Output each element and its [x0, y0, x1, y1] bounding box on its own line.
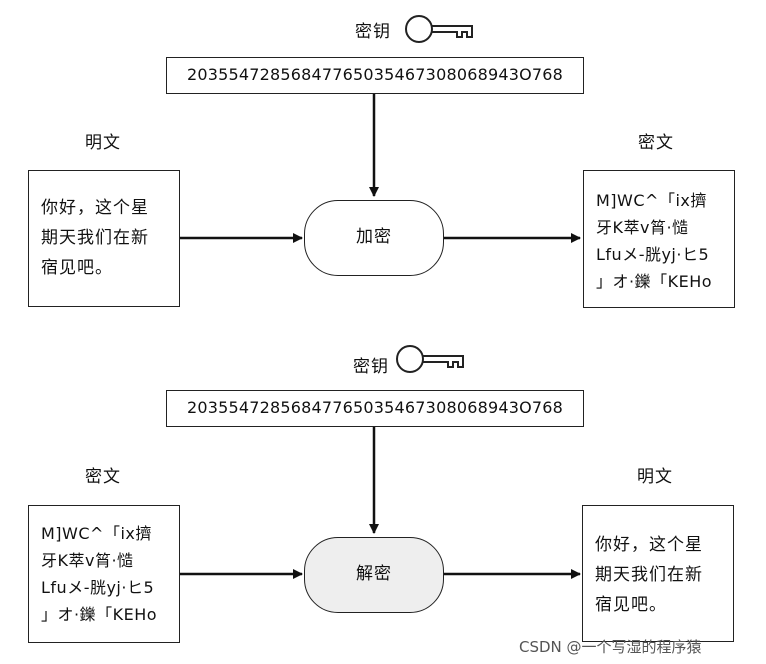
ciphertext-label: 密文 — [638, 133, 674, 153]
plaintext-line: 宿见吧。 — [41, 258, 113, 278]
watermark: CSDN @一个写湿的程序猿 — [519, 638, 702, 656]
ciphertext-line: M]WC^「ix擠 — [41, 524, 152, 543]
key-icon — [396, 345, 464, 373]
ciphertext-line: 牙K萃v筲·慥 — [596, 218, 689, 237]
plaintext-label: 明文 — [85, 133, 121, 153]
plaintext-document: 你好，这个星 期天我们在新 宿见吧。 — [28, 170, 180, 307]
ciphertext-line: M]WC^「ix擠 — [596, 191, 707, 210]
plaintext-line: 你好，这个星 — [41, 198, 149, 218]
decrypt-process: 解密 — [304, 537, 444, 613]
key-icon — [405, 15, 473, 43]
plaintext-label: 明文 — [637, 467, 673, 487]
ciphertext-line: 」オ·鑠「KEHo — [41, 605, 158, 624]
plaintext-line: 期天我们在新 — [595, 565, 703, 585]
ciphertext-line: Lfuメ-胱yj·ヒ5 — [596, 245, 710, 264]
key-label: 密钥 — [355, 22, 391, 42]
plaintext-document: 你好，这个星 期天我们在新 宿见吧。 — [582, 505, 734, 642]
ciphertext-line: Lfuメ-胱yj·ヒ5 — [41, 578, 155, 597]
encrypt-process: 加密 — [304, 200, 444, 276]
plaintext-line: 你好，这个星 — [595, 535, 703, 555]
key-label: 密钥 — [353, 357, 389, 377]
key-value-box: 20355472856847765035467308068943O768 — [166, 390, 584, 427]
ciphertext-line: 」オ·鑠「KEHo — [596, 272, 713, 291]
plaintext-line: 宿见吧。 — [595, 595, 667, 615]
ciphertext-label: 密文 — [85, 467, 121, 487]
ciphertext-document: M]WC^「ix擠 牙K萃v筲·慥 Lfuメ-胱yj·ヒ5 」オ·鑠「KEHo — [28, 505, 180, 643]
ciphertext-document: M]WC^「ix擠 牙K萃v筲·慥 Lfuメ-胱yj·ヒ5 」オ·鑠「KEHo — [583, 170, 735, 308]
ciphertext-line: 牙K萃v筲·慥 — [41, 551, 134, 570]
plaintext-line: 期天我们在新 — [41, 228, 149, 248]
key-value-box: 20355472856847765035467308068943O768 — [166, 57, 584, 94]
